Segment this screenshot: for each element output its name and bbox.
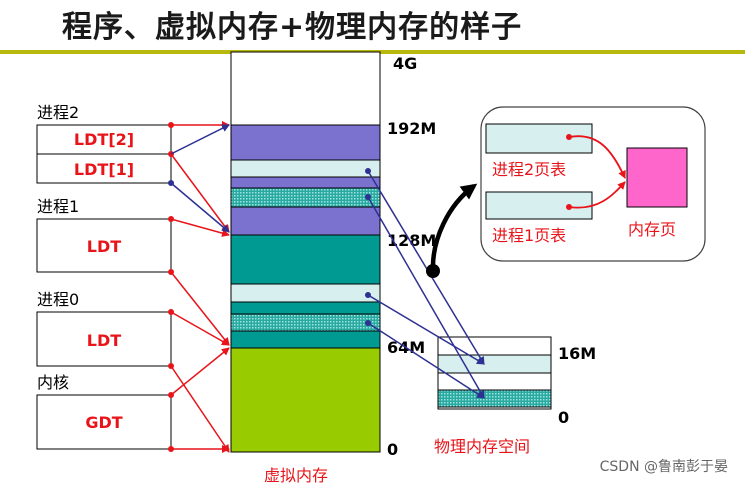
pm-light-block [437,354,552,374]
vm-block-light-2 [230,283,381,303]
page-table-arrows [568,135,626,209]
ldt-to-vm-blue-arrows [170,124,230,233]
ldt2-entry-text: LDT[2] [74,130,134,149]
page-table-2-box [485,123,593,154]
page-table-dots [566,134,572,210]
vm-tick-128m: 128M [387,231,436,250]
process-0-label: 进程0 [37,290,79,309]
vm-block-ldt2 [230,124,381,161]
process-2-label: 进程2 [37,103,79,122]
page-table-1-label: 进程1页表 [492,226,566,245]
vm-block-teal-thin-2 [230,330,381,349]
physical-memory-column [437,336,552,410]
kernel-box [36,394,172,450]
memory-page-box [626,147,688,208]
vm-tick-0: 0 [387,440,398,459]
zoom-callout-arrow [430,183,478,271]
vm-tick-4g: 4G [393,54,417,73]
vm-to-pm-blue-arrows [367,170,485,399]
ldt1-entry-text: LDT[1] [74,160,134,179]
pm-caption: 物理内存空间 [434,437,530,456]
segment-mapping-arrows [170,121,230,453]
pm-dotted-block [437,389,552,408]
zoom-callout-dot [426,264,440,278]
pm-tick-0: 0 [558,408,569,427]
vm-block-ldt1 [230,206,381,236]
vm-block-kernel [230,347,381,453]
process-1-label: 进程1 [37,197,79,216]
page-table-1-box [485,191,593,220]
process-1-box [36,218,172,273]
vm-block-dotted-1 [230,187,381,208]
vm-block-teal-thin [230,301,381,315]
watermark: CSDN @鲁南彭于晏 [600,459,728,475]
vm-tick-192m: 192M [387,119,436,138]
vm-blue-dots [365,168,371,326]
kernel-gdt: GDT [85,413,122,432]
pm-tick-16m: 16M [558,344,596,363]
virtual-memory-column [230,51,381,453]
vm-block-dotted-2 [230,313,381,332]
page-title: 程序、虚拟内存+物理内存的样子 [62,10,523,45]
page-table-2-label: 进程2页表 [492,160,566,179]
process-0-ldt: LDT [87,331,121,350]
ldt-blue-dots [168,180,174,186]
ldt1-entry-box [36,153,172,184]
memory-page-label: 内存页 [628,220,676,239]
process-1-ldt: LDT [87,237,121,256]
vm-block-teal-large [230,234,381,285]
vm-block-purple-thin [230,176,381,189]
kernel-label: 内核 [37,373,69,392]
vm-block-light-1 [230,159,381,178]
vm-caption: 虚拟内存 [264,466,328,485]
process-0-box [36,311,172,367]
